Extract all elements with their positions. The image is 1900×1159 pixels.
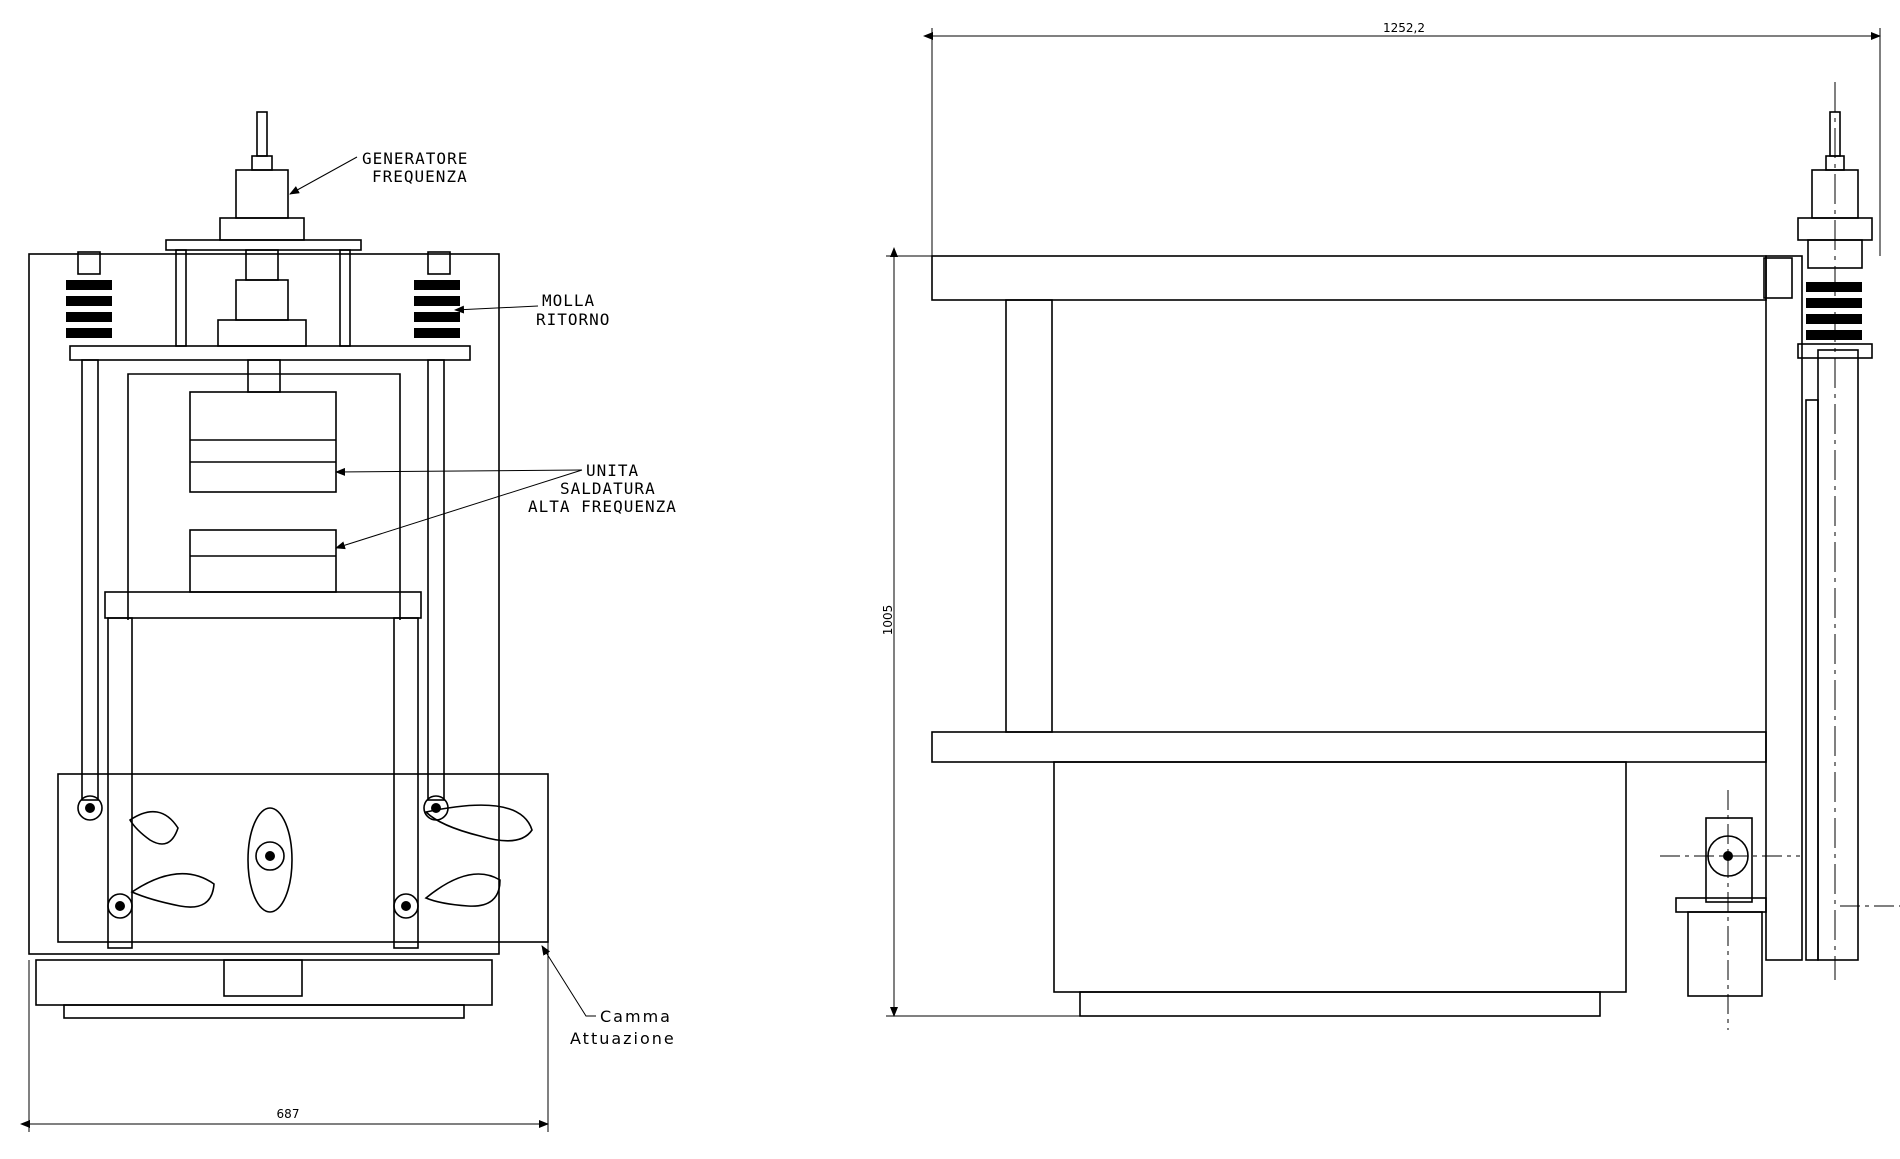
label-camma-line2: Attuazione (570, 1029, 676, 1048)
lower-arm-right (393, 617, 419, 949)
side-rail (1805, 399, 1819, 961)
label-generatore-line2: FREQUENZA (372, 167, 468, 186)
dimension-width-side: 1252,2 (1383, 21, 1425, 35)
dimension-width-front: 687 (277, 1107, 300, 1121)
cam-plate (57, 773, 549, 943)
front-view: 687 GENERATORE FREQUENZA MOLLA RITORNO U… (20, 111, 677, 1132)
cam-slots (128, 804, 533, 913)
side-leg (1005, 299, 1053, 733)
side-mid-shelf (931, 731, 1767, 763)
front-base-block (223, 959, 303, 997)
side-column-right (1817, 349, 1859, 961)
label-unita-line2: SALDATURA (560, 479, 656, 498)
front-base-foot (63, 1004, 465, 1019)
front-housing (28, 253, 500, 955)
label-generatore-line1: GENERATORE (362, 149, 468, 168)
side-view: 1252,2 1005 (881, 21, 1900, 1030)
column-left (81, 359, 99, 801)
side-lower-foot (1079, 991, 1601, 1017)
inner-frame (127, 373, 401, 620)
cam-rollers (77, 795, 449, 919)
return-spring-left (66, 251, 112, 338)
label-camma-line1: Camma (600, 1007, 672, 1026)
side-motor (1660, 790, 1900, 1030)
side-column (1765, 255, 1803, 961)
label-molla-line2: RITORNO (536, 310, 610, 329)
welding-electrode-upper (189, 391, 337, 493)
top-plate (69, 345, 471, 361)
column-right (427, 359, 445, 801)
side-lower-box (1053, 761, 1627, 993)
side-top-beam (931, 255, 1767, 301)
lower-arm-left (107, 617, 133, 949)
dimension-height-side: 1005 (881, 605, 895, 636)
return-spring-right (414, 251, 460, 338)
side-top-beam-end (1763, 257, 1793, 299)
frequency-generator (165, 111, 362, 393)
front-base (35, 959, 493, 1006)
label-unita-line1: UNITA (586, 461, 639, 480)
crossbar (104, 591, 422, 619)
welding-electrode-lower (189, 529, 337, 593)
label-unita-line3: ALTA FREQUENZA (528, 497, 677, 516)
label-molla-line1: MOLLA (542, 291, 595, 310)
